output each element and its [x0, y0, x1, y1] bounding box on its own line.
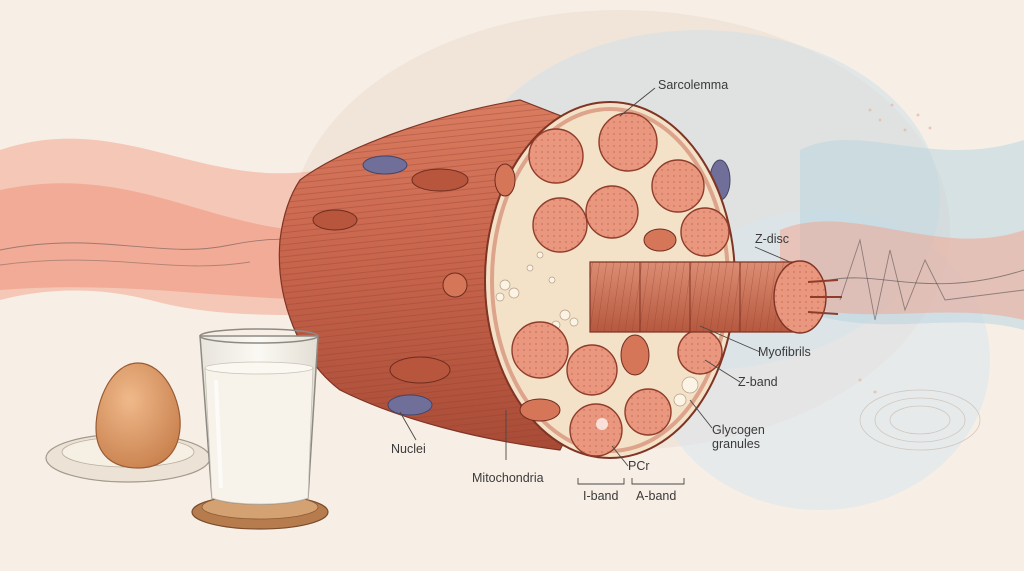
- diagram-labels: Sarcolemma Z-disc Myofibrils Z-band Glyc…: [391, 78, 811, 503]
- nucleus: [387, 394, 433, 416]
- label-mitochondria: Mitochondria: [472, 471, 544, 485]
- label-glycogen-line1: Glycogen: [712, 423, 765, 437]
- label-a-band: A-band: [636, 489, 676, 503]
- label-nuclei: Nuclei: [391, 442, 426, 456]
- label-myofibrils: Myofibrils: [758, 345, 811, 359]
- egg-on-plate: [45, 362, 211, 483]
- nucleus: [362, 155, 408, 175]
- label-i-band: I-band: [583, 489, 618, 503]
- egg-icon: [95, 362, 181, 469]
- label-glycogen-line2: granules: [712, 437, 760, 451]
- extruded-myofibril: [589, 260, 842, 334]
- label-z-band: Z-band: [738, 375, 778, 389]
- mitochondrion: [411, 168, 469, 192]
- mitochondrion: [312, 209, 358, 231]
- label-z-disc: Z-disc: [755, 232, 789, 246]
- milk-glass: [191, 328, 329, 530]
- label-sarcolemma: Sarcolemma: [658, 78, 728, 92]
- label-pcr: PCr: [628, 459, 650, 473]
- leader-lines: [399, 87, 791, 485]
- mitochondrion: [389, 356, 451, 384]
